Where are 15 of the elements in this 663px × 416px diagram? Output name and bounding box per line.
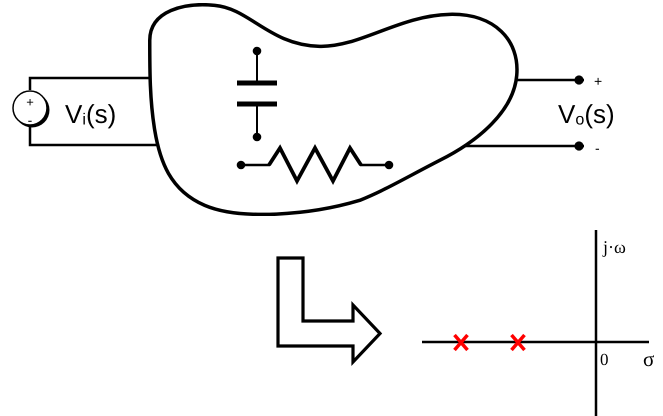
voltage-label: V$_{o}$(s)	[558, 101, 615, 127]
voltage-label: V$_{i}$(s)	[65, 101, 116, 127]
blob-outline	[148, 2, 519, 216]
polarity-label: +	[584, 74, 602, 88]
axis-label: j·ω	[603, 238, 626, 256]
wire	[464, 141, 584, 151]
origin-label: 0	[600, 351, 608, 368]
wire	[28, 76, 150, 90]
plus-sign: +	[26, 96, 34, 108]
voltage-source	[12, 90, 50, 128]
polarity-label: -	[584, 141, 600, 155]
minus-sign: -	[28, 113, 32, 127]
axis-label: σ	[643, 349, 654, 370]
wire	[516, 75, 584, 85]
wire	[28, 127, 158, 146]
